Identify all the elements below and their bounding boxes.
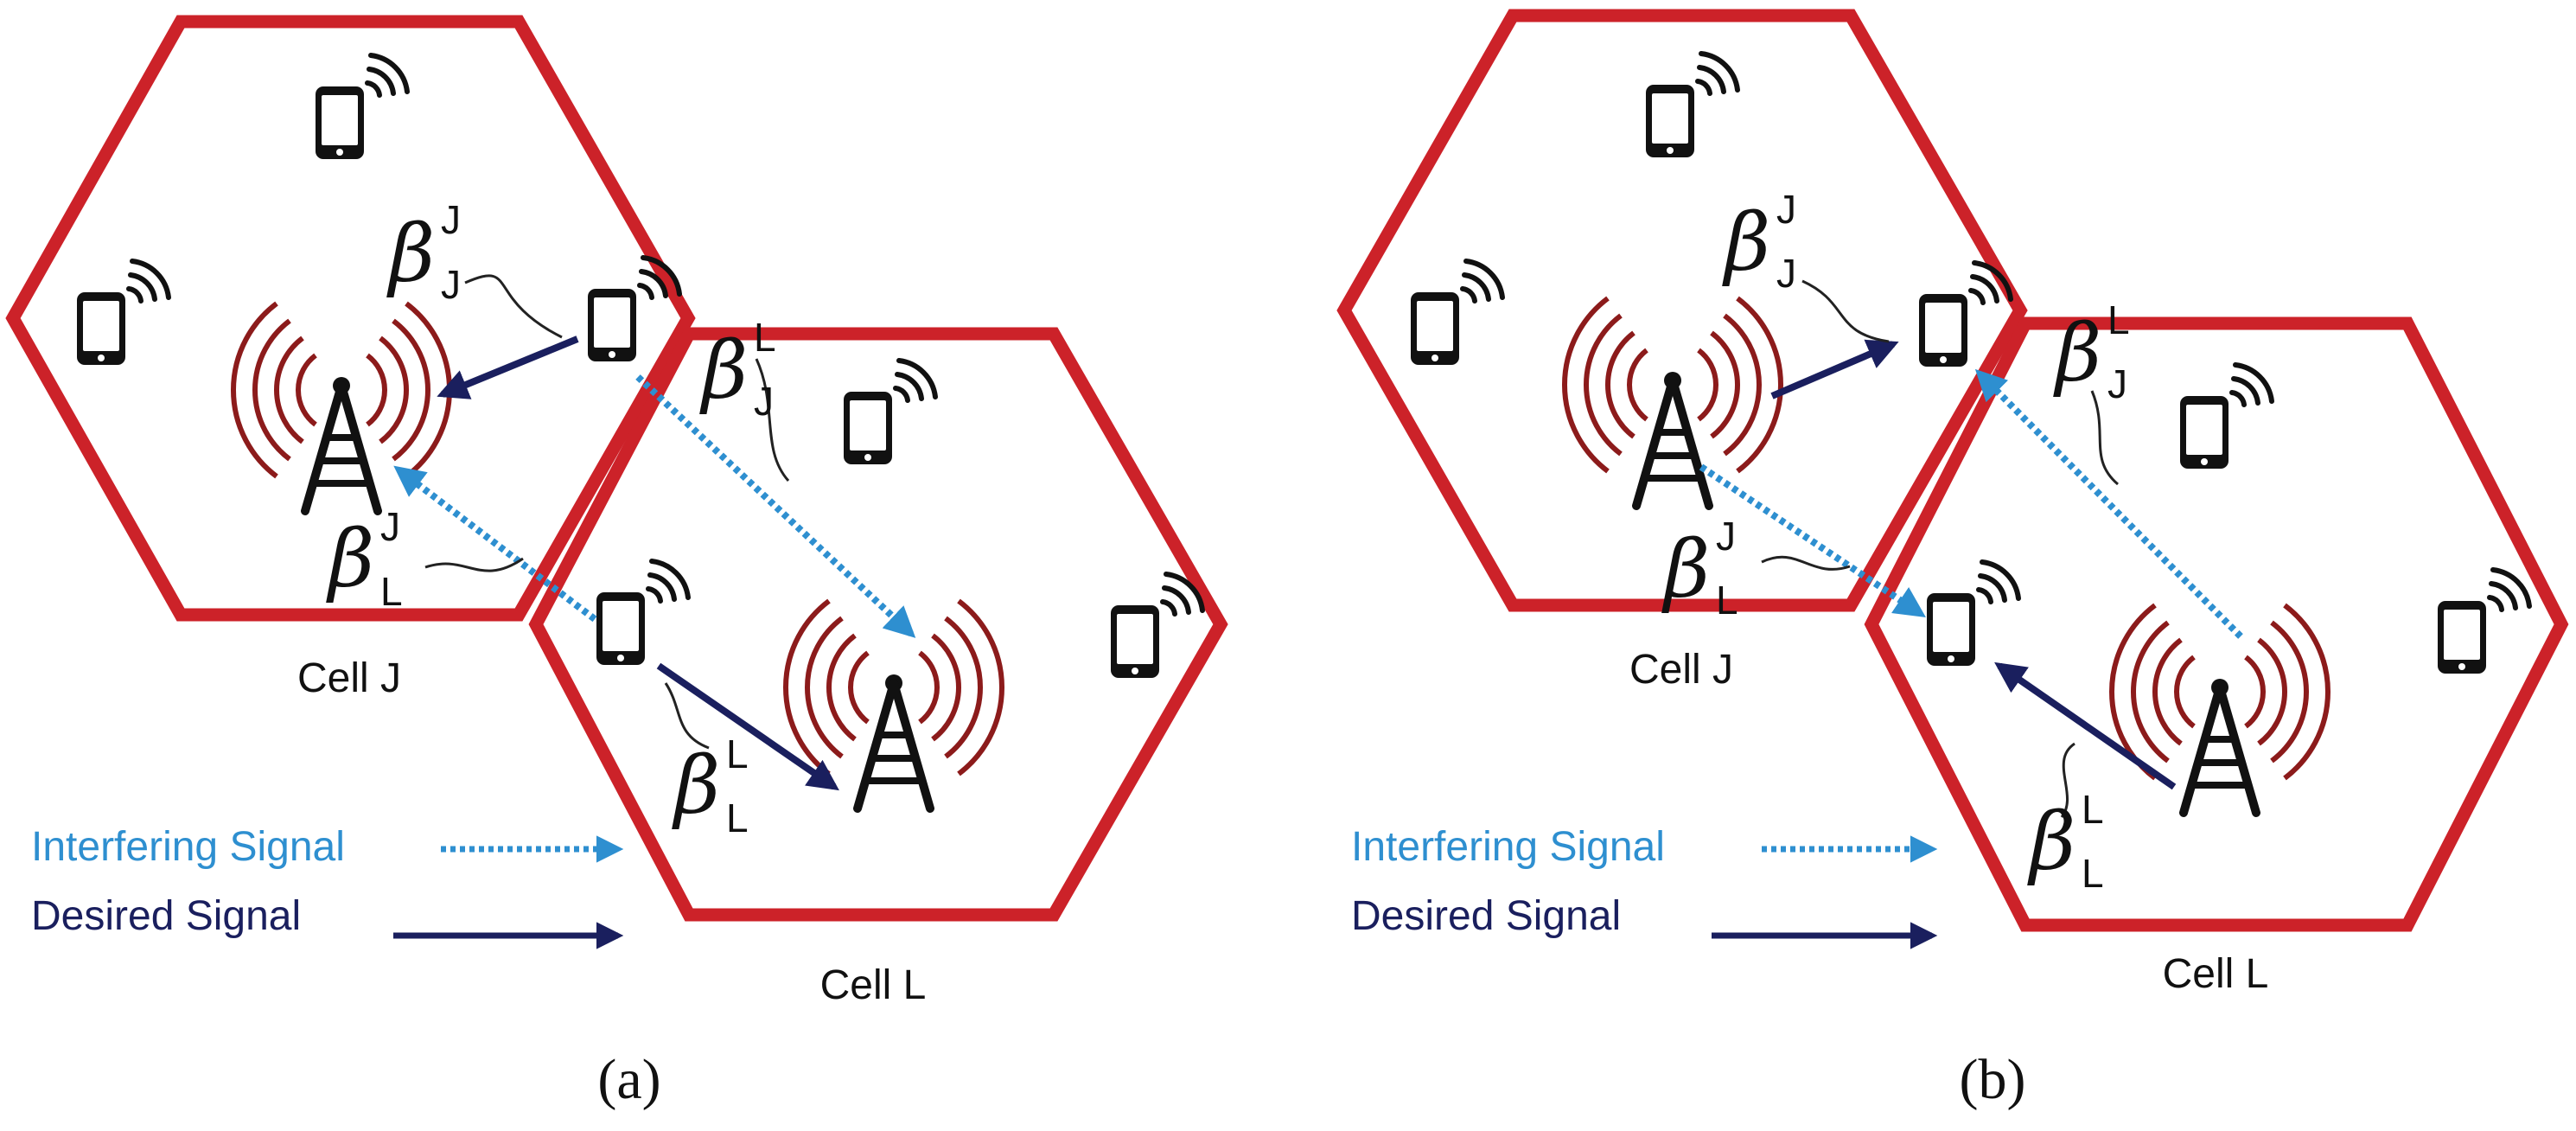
legend-desired-label: Desired Signal xyxy=(31,893,301,939)
interfering-arrow xyxy=(393,465,597,623)
label-leader-line xyxy=(664,682,710,750)
svg-text:β: β xyxy=(1722,196,1770,289)
desired-arrow xyxy=(437,335,579,399)
svg-text:β: β xyxy=(672,739,720,832)
beta-label-ll: β L L xyxy=(2027,787,2104,896)
cell-l-hexagon xyxy=(528,327,1228,922)
phone-icon xyxy=(1646,54,1738,157)
base-station-icon xyxy=(233,304,450,511)
cell-l-label: Cell L xyxy=(2163,951,2269,997)
phone-icon xyxy=(2180,365,2272,469)
panel-a: β J J β L J β J L β L L Cell J Cell L In… xyxy=(5,15,1228,1111)
svg-text:β: β xyxy=(2027,796,2075,888)
cell-j-hexagon xyxy=(5,15,696,622)
svg-text:L: L xyxy=(2107,297,2130,342)
svg-text:β: β xyxy=(386,208,435,300)
svg-text:L: L xyxy=(380,569,403,614)
desired-arrow xyxy=(1994,661,2177,790)
svg-text:J: J xyxy=(1716,514,1736,559)
base-station-icon xyxy=(2112,605,2328,813)
label-leader-line xyxy=(755,358,790,482)
svg-text:J: J xyxy=(754,379,774,424)
label-leader-line xyxy=(2090,390,2119,486)
svg-text:J: J xyxy=(441,197,461,242)
panel-b: β J J β L J β J L β L L Cell J Cell L In… xyxy=(1336,9,2569,1111)
cell-l-label: Cell L xyxy=(820,962,927,1008)
panel-b-caption: (b) xyxy=(1960,1048,2026,1111)
phone-icon xyxy=(2438,570,2529,674)
phone-icon xyxy=(1927,562,2018,666)
svg-text:β: β xyxy=(1661,523,1710,616)
phone-icon xyxy=(1411,261,1502,365)
interfering-arrow xyxy=(1974,368,2243,639)
cell-j-label: Cell J xyxy=(297,655,401,701)
beta-label-ll: β L L xyxy=(672,732,749,840)
label-leader-line xyxy=(1801,279,1890,343)
phone-icon xyxy=(316,55,407,159)
legend: Interfering Signal Desired Signal xyxy=(1351,824,1938,949)
cell-l-hexagon xyxy=(1864,316,2569,932)
legend: Interfering Signal Desired Signal xyxy=(31,824,624,949)
svg-text:J: J xyxy=(1776,187,1796,232)
label-leader-line xyxy=(464,274,563,339)
svg-text:L: L xyxy=(726,732,749,776)
beta-label-jj: β J J xyxy=(386,197,461,307)
legend-interfering-label: Interfering Signal xyxy=(31,824,345,870)
svg-text:J: J xyxy=(1776,251,1796,296)
legend-desired-label: Desired Signal xyxy=(1351,893,1621,939)
svg-text:β: β xyxy=(699,324,748,417)
svg-text:J: J xyxy=(2107,361,2127,406)
desired-arrow xyxy=(656,662,839,791)
cell-j-hexagon xyxy=(1336,9,2028,612)
beta-label-lj: β J L xyxy=(326,504,403,614)
panel-a-caption: (a) xyxy=(597,1048,660,1111)
svg-text:J: J xyxy=(441,262,461,307)
label-leader-line xyxy=(2060,742,2075,818)
beta-label-jj: β J J xyxy=(1722,187,1796,296)
phone-icon xyxy=(1111,574,1202,678)
desired-arrow xyxy=(1770,339,1899,399)
phone-icon xyxy=(844,361,935,464)
beta-label-lj: β J L xyxy=(1661,514,1738,623)
base-station-icon xyxy=(1565,298,1781,506)
phone-icon xyxy=(77,261,169,365)
label-leader-line xyxy=(1761,555,1851,571)
svg-text:L: L xyxy=(2082,787,2104,832)
cell-j-label: Cell J xyxy=(1629,647,1733,693)
interfering-arrow xyxy=(1699,463,1926,618)
svg-text:β: β xyxy=(326,513,374,605)
svg-text:L: L xyxy=(1716,578,1738,623)
beta-label-jl: β L J xyxy=(2053,297,2130,406)
svg-text:L: L xyxy=(2082,851,2104,896)
label-leader-line xyxy=(424,557,524,572)
svg-text:L: L xyxy=(754,315,776,360)
beta-label-jl: β L J xyxy=(699,315,776,424)
svg-text:β: β xyxy=(2053,307,2101,399)
svg-text:J: J xyxy=(380,504,400,549)
svg-text:L: L xyxy=(726,796,749,840)
legend-interfering-label: Interfering Signal xyxy=(1351,824,1665,870)
phone-icon xyxy=(596,561,688,665)
